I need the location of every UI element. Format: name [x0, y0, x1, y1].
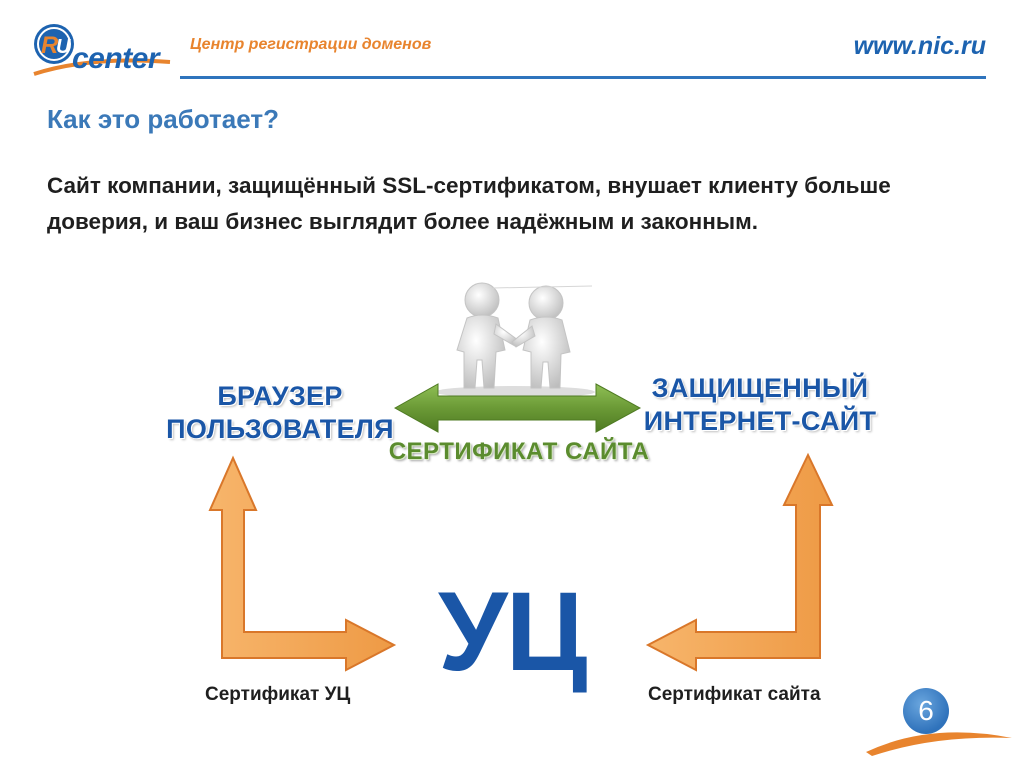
handshake-figures-icon: [435, 282, 595, 398]
double-arrow-icon: [393, 383, 642, 433]
ca-label: УЦ: [438, 569, 587, 694]
slide-subtitle: Сайт компании, защищённый SSL-сертификат…: [47, 173, 891, 234]
tagline: Центр регистрации доменов: [190, 36, 432, 53]
secure-site-label: ЗАЩИЩЕННЫЙ ИНТЕРНЕТ-САЙТ: [643, 373, 877, 436]
svg-text:R: R: [41, 32, 59, 59]
elbow-arrow-icon: [208, 455, 397, 672]
elbow-arrow-icon: [645, 452, 834, 672]
ru-center-logo: R U center: [30, 18, 175, 88]
site-url[interactable]: www.nic.ru: [853, 32, 986, 60]
browser-label: БРАУЗЕР ПОЛЬЗОВАТЕЛЯ: [166, 381, 394, 444]
site-certificate-label: СЕРТИФИКАТ САЙТА: [388, 438, 650, 465]
ca-certificate-caption: Сертификат УЦ: [205, 684, 351, 705]
corner-swoosh: [866, 732, 1012, 756]
site-certificate-caption: Сертификат сайта: [648, 684, 821, 705]
svg-text:U: U: [56, 36, 71, 58]
ru-center-logo-icon: R U: [33, 24, 171, 76]
page-number-badge: 6: [903, 688, 949, 734]
slide-title: Как это работает?: [47, 104, 279, 134]
header-divider: [180, 76, 986, 79]
logo-wordmark: center: [72, 42, 160, 75]
